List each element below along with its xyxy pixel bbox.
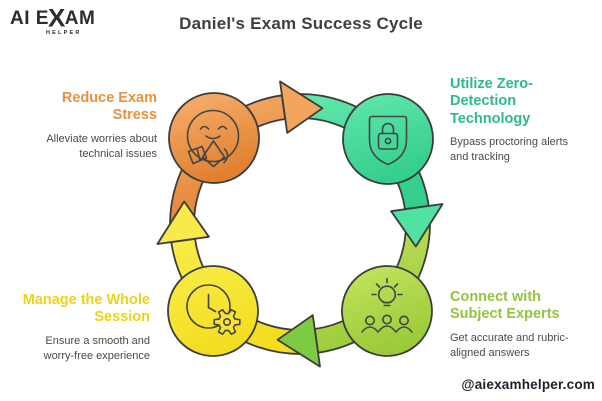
step-heading: Connect with Subject Experts [450,289,560,323]
step-description: Alleviate worries about technical issues [46,132,157,160]
arrow-down-icon [390,203,444,248]
step-description: Bypass proctoring alerts and tracking [450,136,568,164]
node-manage-session [167,265,259,357]
step-description: Ensure a smooth and worry-free experienc… [43,334,150,362]
step-heading: Reduce Exam Stress [61,90,157,124]
step-manage-session: Manage the Whole Session Ensure a smooth… [20,292,150,363]
arrow-right-icon [279,80,324,134]
step-heading: Utilize Zero-Detection Technology [450,76,533,127]
step-heading: Manage the Whole Session [22,292,150,326]
page-title: Daniel's Exam Success Cycle [179,14,423,33]
relieved-face-icon [186,109,240,168]
clock-gear-icon [186,284,241,336]
step-zero-detection: Utilize Zero-Detection Technology Bypass… [450,76,584,165]
website-handle: @aiexamhelper.com [461,377,595,392]
shield-lock-icon [368,115,408,166]
logo-x-glyph: X [47,3,66,33]
node-subject-experts [341,265,433,357]
logo-tagline: HELPER [46,29,82,36]
team-idea-icon [361,277,413,333]
logo-text-suffix: AM [64,7,96,29]
step-reduce-exam-stress: Reduce Exam Stress Alleviate worries abo… [29,90,157,161]
logo-text-prefix: AI E [10,7,49,29]
step-description: Get accurate and rubric-aligned answers [450,331,569,359]
arrow-left-icon [276,314,321,368]
step-subject-experts: Connect with Subject Experts Get accurat… [450,289,590,360]
arrow-up-icon [156,200,210,245]
